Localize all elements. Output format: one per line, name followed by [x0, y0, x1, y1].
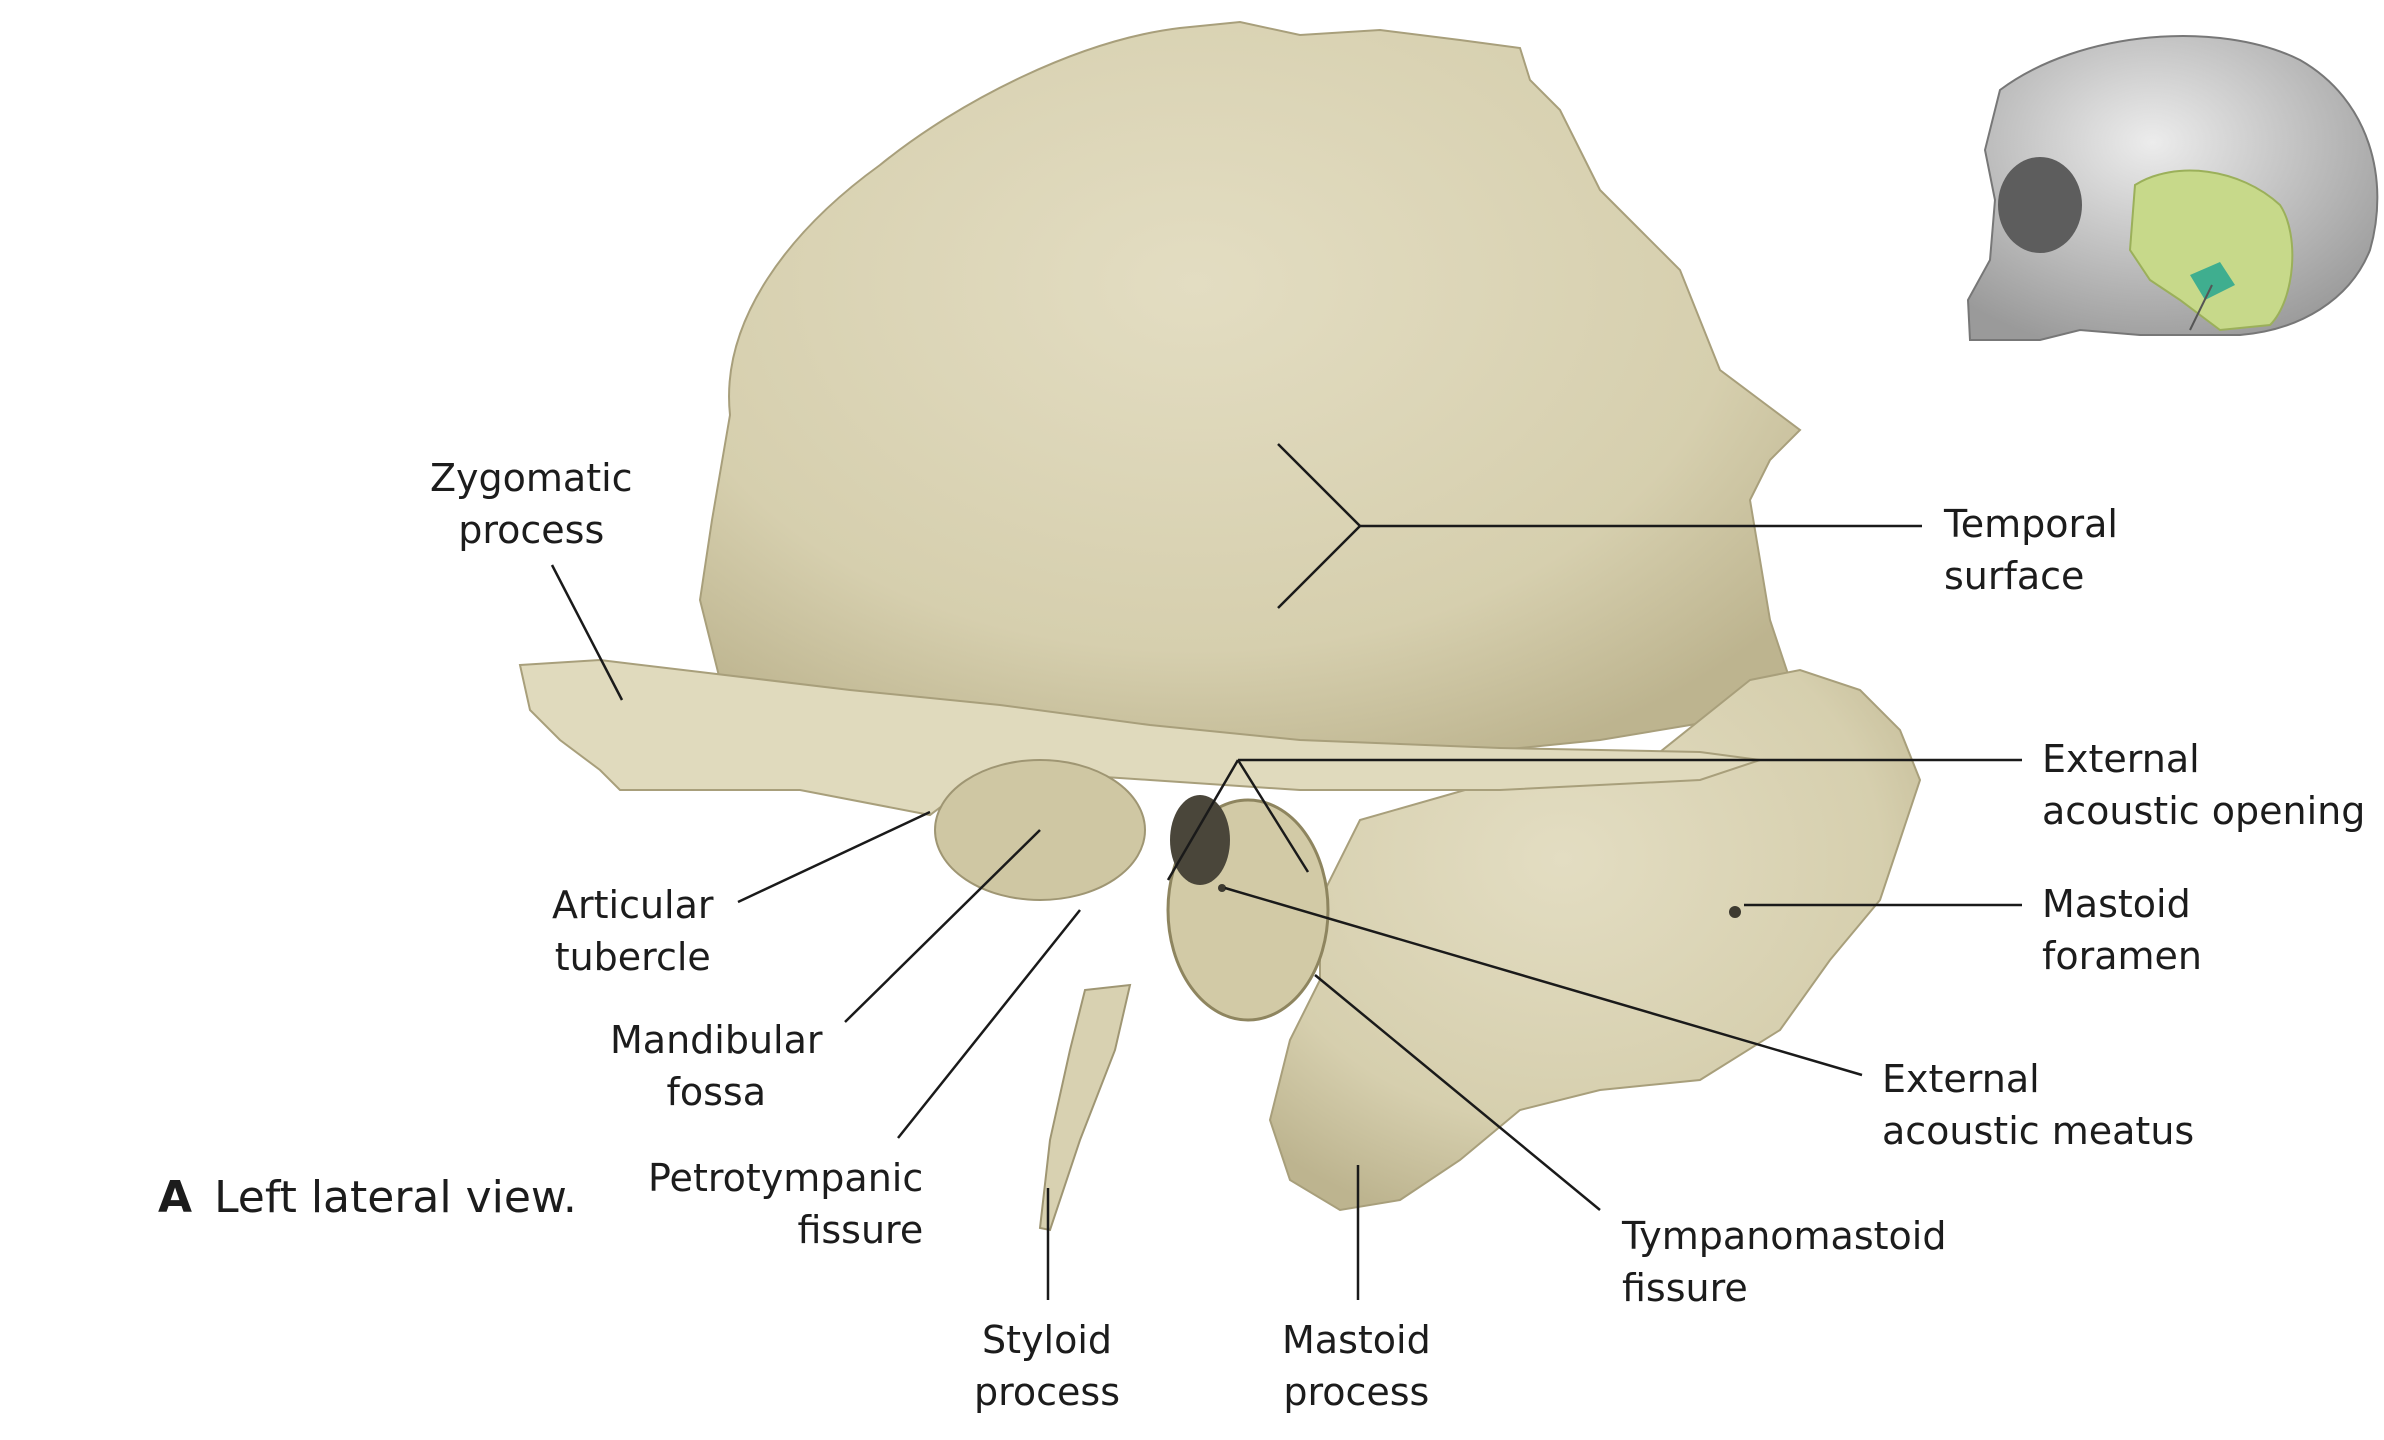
skull-inset [1966, 35, 2379, 341]
meatus-dot [1218, 884, 1226, 892]
caption-letter: A [158, 1172, 193, 1223]
leader-lines [550, 443, 2022, 1300]
temporal-bone-highlight [2128, 169, 2294, 332]
meatus-dark-opening [1170, 795, 1230, 885]
caption-text: Left lateral view. [214, 1172, 577, 1223]
figure-caption: A Left lateral view. [158, 1172, 577, 1223]
mastoid-foramen-dot [1729, 906, 1741, 918]
squamous-part [698, 20, 1802, 772]
zygomatic-process [518, 658, 1761, 817]
styloid-process [1038, 983, 1132, 1232]
